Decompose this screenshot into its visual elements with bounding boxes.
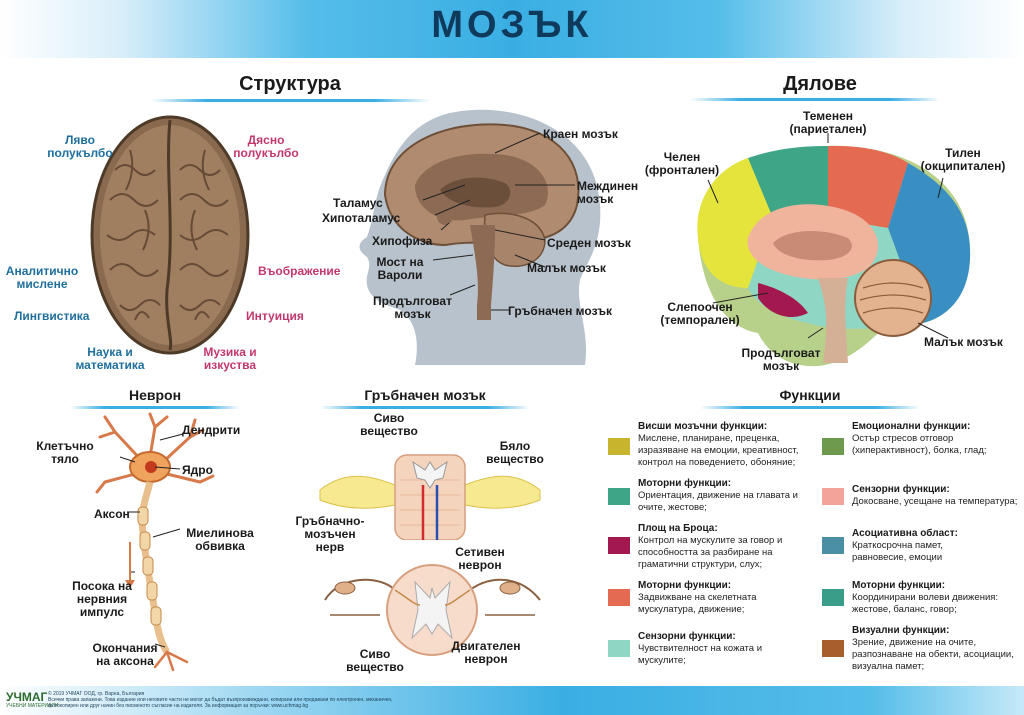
function-swatch	[608, 640, 630, 657]
function-swatch	[608, 537, 630, 554]
function-swatch	[822, 589, 844, 606]
footer-fine-print: © 2019 УЧМАГ ООД, гр. Варна, България Вс…	[48, 691, 393, 709]
neuron-illustration	[95, 412, 215, 672]
label-parietal: Теменен(париетален)	[789, 109, 867, 136]
function-swatch	[822, 537, 844, 554]
publisher-logo: УЧМАГ	[6, 690, 48, 704]
label-imagination: Въображение	[258, 264, 341, 278]
spinal-cord-3d-illustration	[319, 454, 541, 540]
structure-underline	[150, 99, 430, 102]
section-title-neuron: Неврон	[128, 387, 182, 403]
function-swatch	[608, 438, 630, 455]
section-title-structure: Структура	[239, 73, 341, 95]
function-item: Визуални функции: Зрение, движение на оч…	[852, 625, 1014, 672]
function-item: Моторни функции: Координирани волеви дви…	[852, 580, 999, 615]
label-linguistics: Лингвистика	[14, 309, 90, 323]
neuron-underline	[70, 406, 240, 409]
function-swatch	[822, 438, 844, 455]
functions-underline	[700, 406, 920, 409]
function-swatch	[608, 488, 630, 505]
function-item: Моторни функции: Задвижване на скелетнат…	[638, 580, 757, 615]
function-item: Висши мозъчни функции: Мислене, планиран…	[638, 421, 799, 468]
label-spinal-cord-head: Гръбначен мозък	[508, 304, 612, 318]
label-cerebellum-lobes: Малък мозък	[924, 335, 1003, 349]
label-dendrites: Дендрити	[182, 423, 241, 437]
label-midbrain: Среден мозък	[547, 236, 631, 250]
function-item: Сензорни функции: Чувствителност на кожа…	[638, 631, 763, 666]
section-title-spinal: Гръбначен мозък	[364, 387, 486, 403]
footer-banner	[0, 686, 1024, 715]
label-axon: Аксон	[94, 507, 130, 521]
label-frontal: Челен(фронтален)	[644, 150, 720, 177]
function-item: Площ на Броца: Контрол на мускулите за г…	[638, 523, 783, 570]
function-swatch	[608, 589, 630, 606]
function-item: Асоциативна област: Краткосрочна памет, …	[852, 528, 958, 563]
function-swatch	[822, 640, 844, 657]
page-title: МОЗЪК	[431, 4, 593, 46]
label-hypothalamus: Хипоталамус	[322, 211, 401, 225]
section-title-functions: Функции	[779, 387, 841, 403]
function-item: Сензорни функции: Докосване, усещане на …	[852, 484, 1018, 507]
label-temporal: Слепоочен(темпорален)	[660, 300, 740, 327]
lobes-underline	[690, 98, 940, 101]
publisher-logo-subtitle: УЧЕБНИ МАТЕРИАЛИ	[6, 703, 59, 709]
function-item: Емоционални функции: Остър стресов отгов…	[852, 421, 987, 456]
section-title-lobes: Дялове	[783, 73, 857, 95]
label-nucleus: Ядро	[182, 463, 213, 477]
label-cerebrum: Краен мозък	[543, 127, 618, 141]
function-item: Моторни функции: Ориентация, движение на…	[638, 478, 798, 513]
label-pituitary: Хипофиза	[372, 234, 433, 248]
brain-lobes-illustration	[697, 133, 971, 367]
function-swatch	[822, 488, 844, 505]
label-intuition: Интуиция	[246, 309, 304, 323]
head-profile-illustration	[359, 109, 601, 365]
label-cerebellum-head: Малък мозък	[527, 261, 606, 275]
header-banner	[0, 0, 1024, 58]
brain-top-view-illustration	[90, 115, 250, 355]
label-thalamus: Таламус	[333, 196, 383, 210]
spinal-underline	[320, 406, 530, 409]
label-occipital: Тилен(окципитален)	[920, 146, 1006, 173]
spinal-cord-cross-section-illustration	[324, 564, 541, 656]
